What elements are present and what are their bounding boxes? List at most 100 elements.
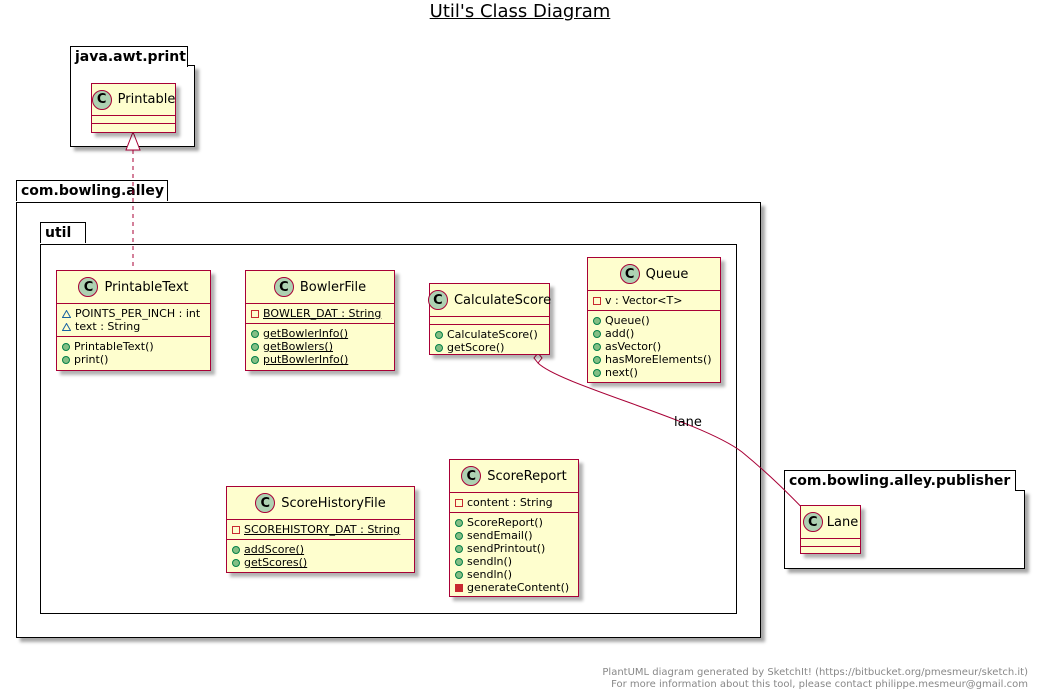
method-row: ScoreReport()	[455, 516, 573, 529]
method-row: hasMoreElements()	[593, 353, 715, 366]
aggregation-diamond	[533, 352, 543, 364]
field-row: text : String	[62, 320, 205, 333]
package-com-bowling-alley-label: com.bowling.alley	[16, 180, 168, 201]
fields-section: content : String	[450, 493, 578, 513]
methods-section: ScoreReport() sendEmail() sendPrintout()…	[450, 513, 578, 597]
method-row: generateContent()	[455, 581, 573, 594]
methods-section: addScore() getScores()	[227, 540, 414, 572]
class-score-report[interactable]: C ScoreReport content : String ScoreRepo…	[449, 459, 579, 597]
public-icon	[251, 355, 259, 364]
class-icon: C	[427, 290, 448, 310]
class-name: Queue	[645, 266, 689, 282]
method-row: putBowlerInfo()	[251, 353, 389, 366]
field-row: SCOREHISTORY_DAT : String	[232, 523, 409, 536]
class-score-history-file[interactable]: C ScoreHistoryFile SCOREHISTORY_DAT : St…	[226, 486, 415, 573]
public-icon	[593, 368, 601, 377]
method-row: Queue()	[593, 314, 715, 327]
fields-section: SCOREHISTORY_DAT : String	[227, 520, 414, 540]
class-bowler-file[interactable]: C BowlerFile BOWLER_DAT : String getBowl…	[245, 270, 395, 371]
public-icon	[232, 558, 240, 567]
fields-section	[92, 116, 175, 124]
fields-section: BOWLER_DAT : String	[246, 304, 394, 324]
class-name: CalculateScore	[453, 292, 552, 308]
class-icon: C	[461, 466, 482, 486]
fields-section	[430, 317, 549, 325]
public-icon	[455, 570, 463, 579]
method-row: asVector()	[593, 340, 715, 353]
class-icon: C	[78, 277, 99, 297]
public-icon	[62, 342, 70, 351]
package-com-bowling-alley-publisher-label: com.bowling.alley.publisher	[784, 470, 1016, 491]
methods-section: CalculateScore() getScore()	[430, 325, 549, 357]
public-icon	[593, 316, 601, 325]
public-icon	[455, 518, 463, 527]
public-icon	[593, 329, 601, 338]
public-icon	[435, 343, 443, 352]
public-icon	[455, 544, 463, 553]
class-icon: C	[802, 512, 823, 532]
fields-section	[801, 539, 860, 547]
class-printable[interactable]: C Printable	[91, 83, 176, 133]
method-row: getBowlerInfo()	[251, 327, 389, 340]
field-row: POINTS_PER_INCH : int	[62, 307, 205, 320]
public-icon	[232, 545, 240, 554]
public-icon	[455, 557, 463, 566]
methods-section	[92, 124, 175, 132]
field-row: content : String	[455, 496, 573, 509]
private-icon	[455, 583, 463, 592]
methods-section: getBowlerInfo() getBowlers() putBowlerIn…	[246, 324, 394, 369]
methods-section	[801, 547, 860, 555]
field-row: v : Vector<T>	[593, 294, 715, 307]
public-icon	[593, 342, 601, 351]
package-visibility-icon	[62, 322, 71, 331]
method-row: print()	[62, 353, 205, 366]
method-row: addScore()	[232, 543, 409, 556]
realization-arrowhead	[125, 130, 141, 151]
class-icon: C	[91, 89, 112, 110]
class-name: PrintableText	[104, 279, 189, 295]
class-icon: C	[255, 493, 276, 513]
class-name: ScoreHistoryFile	[281, 495, 386, 511]
diagram-title: Util's Class Diagram	[429, 1, 611, 22]
method-row: CalculateScore()	[435, 328, 544, 341]
public-icon	[593, 355, 601, 364]
class-name: BowlerFile	[299, 279, 367, 295]
fields-section: POINTS_PER_INCH : int text : String	[57, 304, 210, 337]
method-row: getScore()	[435, 341, 544, 354]
method-row: PrintableText()	[62, 340, 205, 353]
class-name: Lane	[826, 514, 859, 530]
method-row: sendln()	[455, 568, 573, 581]
private-icon	[593, 296, 601, 305]
method-row: sendEmail()	[455, 529, 573, 542]
public-icon	[62, 355, 70, 364]
public-icon	[251, 329, 259, 338]
class-name: ScoreReport	[487, 468, 567, 484]
public-icon	[455, 531, 463, 540]
method-row: add()	[593, 327, 715, 340]
class-name: Printable	[117, 92, 176, 107]
aggregation-line	[537, 362, 813, 519]
class-calculate-score[interactable]: C CalculateScore CalculateScore() getSco…	[427, 283, 552, 357]
fields-section: v : Vector<T>	[588, 291, 720, 311]
package-visibility-icon	[62, 309, 71, 318]
method-row: next()	[593, 366, 715, 379]
public-icon	[435, 330, 443, 339]
class-icon: C	[273, 277, 294, 297]
method-row: getScores()	[232, 556, 409, 569]
class-printable-text[interactable]: C PrintableText POINTS_PER_INCH : int te…	[56, 270, 211, 371]
footer-contact-note: For more information about this tool, pl…	[611, 679, 1028, 690]
method-row: sendln()	[455, 555, 573, 568]
class-icon: C	[619, 264, 640, 284]
private-icon	[251, 309, 259, 318]
methods-section: Queue() add() asVector() hasMoreElements…	[588, 311, 720, 382]
class-queue[interactable]: C Queue v : Vector<T> Queue() add() asVe…	[587, 257, 721, 383]
relation-label-lane: lane	[674, 415, 702, 430]
method-row: getBowlers()	[251, 340, 389, 353]
methods-section: PrintableText() print()	[57, 337, 210, 369]
method-row: sendPrintout()	[455, 542, 573, 555]
private-icon	[455, 498, 463, 507]
private-icon	[232, 525, 240, 534]
class-lane[interactable]: C Lane	[800, 505, 861, 554]
public-icon	[251, 342, 259, 351]
package-java-awt-print-label: java.awt.print	[70, 46, 188, 67]
